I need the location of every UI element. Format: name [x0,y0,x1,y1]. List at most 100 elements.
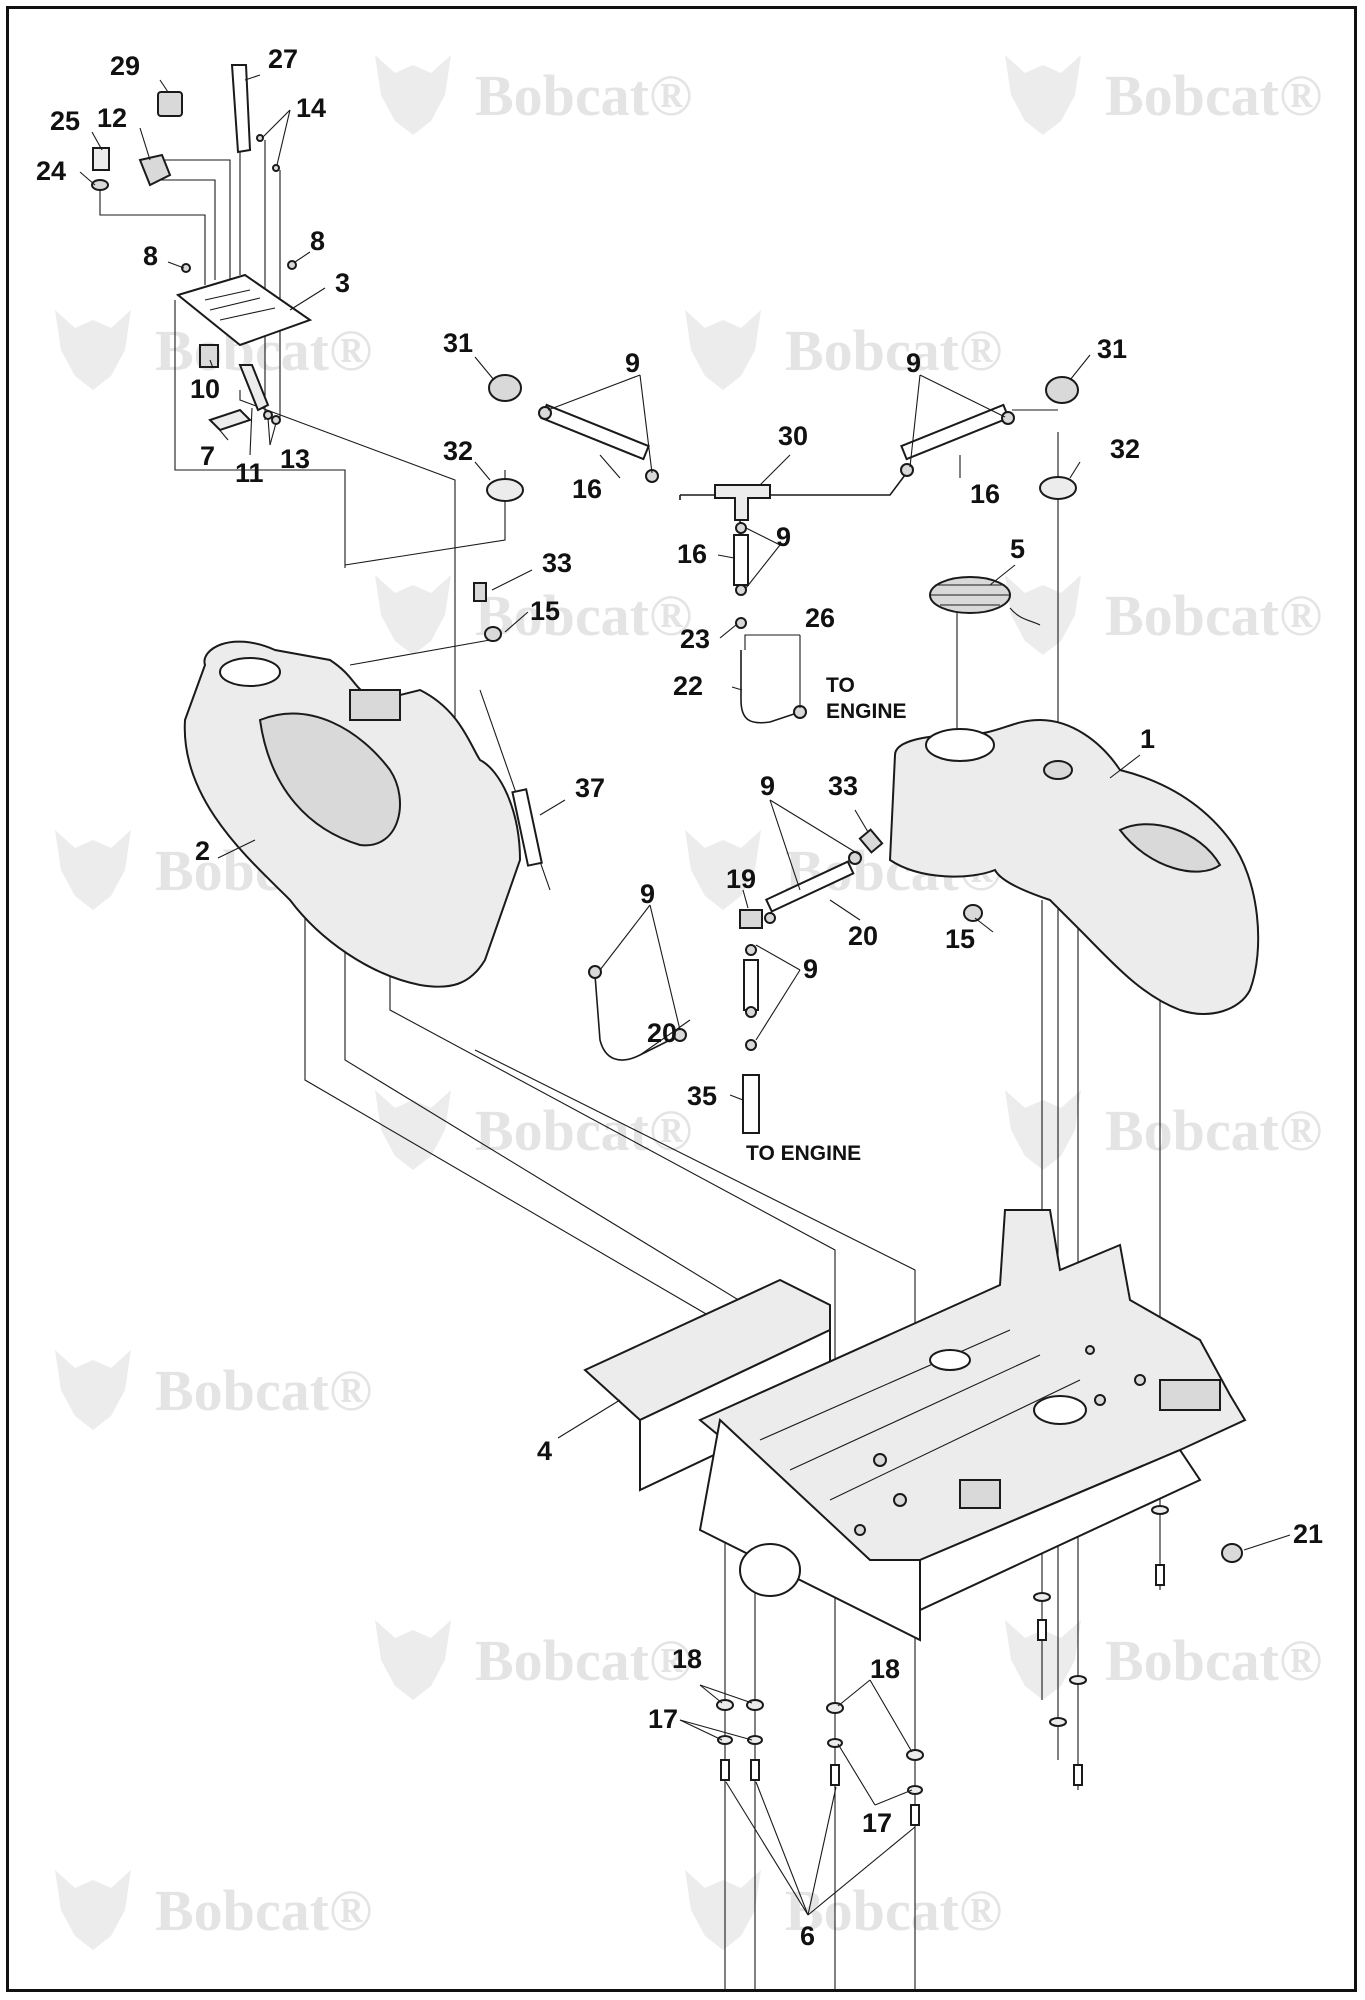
callout-9-center: 9 [776,522,791,552]
part-21-shape [1221,1543,1243,1563]
callout-9-mid-right: 9 [760,771,775,801]
callout-14: 14 [296,93,326,123]
callout-33-right: 33 [828,771,858,801]
watermark-logo-12: Bobcat® [375,1620,692,1700]
callout-9-lower: 9 [803,954,818,984]
watermark-logo-8: Bobcat® [375,1090,692,1170]
callout-32-right: 32 [1110,434,1140,464]
callout-27: 27 [268,44,298,74]
callout-17-left: 17 [648,1704,678,1734]
svg-text:Bobcat®: Bobcat® [1105,583,1322,648]
callout-9-upper-left: 9 [625,348,640,378]
watermark-logo-5: Bobcat® [1005,575,1322,655]
callout-5: 5 [1010,534,1025,564]
callout-35: 35 [687,1081,717,1111]
watermark-logo-14: Bobcat® [55,1870,372,1950]
cap-31-right-part [1045,376,1079,404]
note-to-engine-top-line2: ENGINE [826,700,907,723]
callout-15-left: 15 [530,596,560,626]
hose-35-part [742,1074,760,1134]
watermark-logo-1: Bobcat® [1005,55,1322,135]
callout-2: 2 [195,836,210,866]
callout-9-upper-right: 9 [906,348,921,378]
grommet-32-right-part [1039,476,1077,500]
svg-text:Bobcat®: Bobcat® [475,1098,692,1163]
callout-1: 1 [1140,724,1155,754]
svg-text:Bobcat®: Bobcat® [475,63,692,128]
callout-13: 13 [280,444,310,474]
part-10-shape [199,344,219,368]
callout-37: 37 [575,773,605,803]
callout-19: 19 [726,864,756,894]
callout-4: 4 [537,1436,552,1466]
callout-3: 3 [335,268,350,298]
callout-7: 7 [200,441,215,471]
watermark-logo-13: Bobcat® [1005,1620,1322,1700]
watermark-logo-0: Bobcat® [375,55,692,135]
svg-text:Bobcat®: Bobcat® [155,1878,372,1943]
watermark-logo-9: Bobcat® [1005,1090,1322,1170]
callout-29: 29 [110,51,140,81]
callout-23: 23 [680,624,710,654]
callout-11: 11 [235,458,264,488]
callout-10: 10 [190,374,220,404]
cap-31-left-part [488,374,522,402]
svg-text:Bobcat®: Bobcat® [785,318,1002,383]
tube-22-part [740,650,801,724]
callout-18-left: 18 [672,1644,702,1674]
callout-15-right: 15 [945,924,975,954]
callout-30: 30 [778,421,808,451]
callout-8-left: 8 [143,241,158,271]
callout-16-right: 16 [970,479,1000,509]
callout-17-right: 17 [862,1808,892,1838]
svg-text:Bobcat®: Bobcat® [155,1358,372,1423]
callout-12: 12 [97,103,127,133]
valve-19-part [739,909,763,929]
hose-37-part [511,788,543,867]
tee-30-part [714,484,771,521]
callout-31-left: 31 [443,328,473,358]
switch-29-part [157,91,183,117]
watermark-logo-4: Bobcat® [375,575,692,655]
grommet-32-left-part [486,478,524,502]
callout-18-right: 18 [870,1654,900,1684]
callout-20-upper: 20 [848,921,878,951]
svg-text:Bobcat®: Bobcat® [475,583,692,648]
note-to-engine-top-line1: TO [826,674,855,697]
key-25-part [92,147,110,171]
callout-33-left: 33 [542,548,572,578]
callout-24: 24 [36,156,66,186]
notes: TO ENGINE TO ENGINE [746,674,907,1165]
svg-text:Bobcat®: Bobcat® [1105,63,1322,128]
parts [91,64,1260,1826]
callout-labels: 29 27 14 25 12 24 8 8 3 10 7 11 13 31 9 … [36,44,1323,1951]
tube-20-lower-part [594,974,681,1061]
callout-25: 25 [50,106,80,136]
watermark-logo-3: Bobcat® [685,310,1002,390]
svg-text:Bobcat®: Bobcat® [1105,1628,1322,1693]
valve-33-right-part [858,828,884,854]
valve-33-left-part [473,582,487,602]
callout-26: 26 [805,603,835,633]
callout-6: 6 [800,1921,815,1951]
key-switch-12-part [138,153,172,187]
svg-text:Bobcat®: Bobcat® [475,1628,692,1693]
svg-text:Bobcat®: Bobcat® [785,1878,1002,1943]
callout-22: 22 [673,671,703,701]
watermark-logo-15: Bobcat® [685,1870,1002,1950]
callout-8-right: 8 [310,226,325,256]
callout-20-lower: 20 [647,1018,677,1048]
callout-16-vertical: 16 [677,539,707,569]
callout-32-left: 32 [443,436,473,466]
watermark-logo-10: Bobcat® [55,1350,372,1430]
bracket-7-part [208,408,252,432]
callout-16-left: 16 [572,474,602,504]
right-tank-1-part [888,718,1260,1015]
callout-leaders [79,74,1291,1916]
control-panel-3-part [175,273,313,347]
callout-31-right: 31 [1097,334,1127,364]
main-frame-4-part [583,1209,1247,1642]
callout-9-mid-left: 9 [640,879,655,909]
callout-21: 21 [1293,1519,1323,1549]
